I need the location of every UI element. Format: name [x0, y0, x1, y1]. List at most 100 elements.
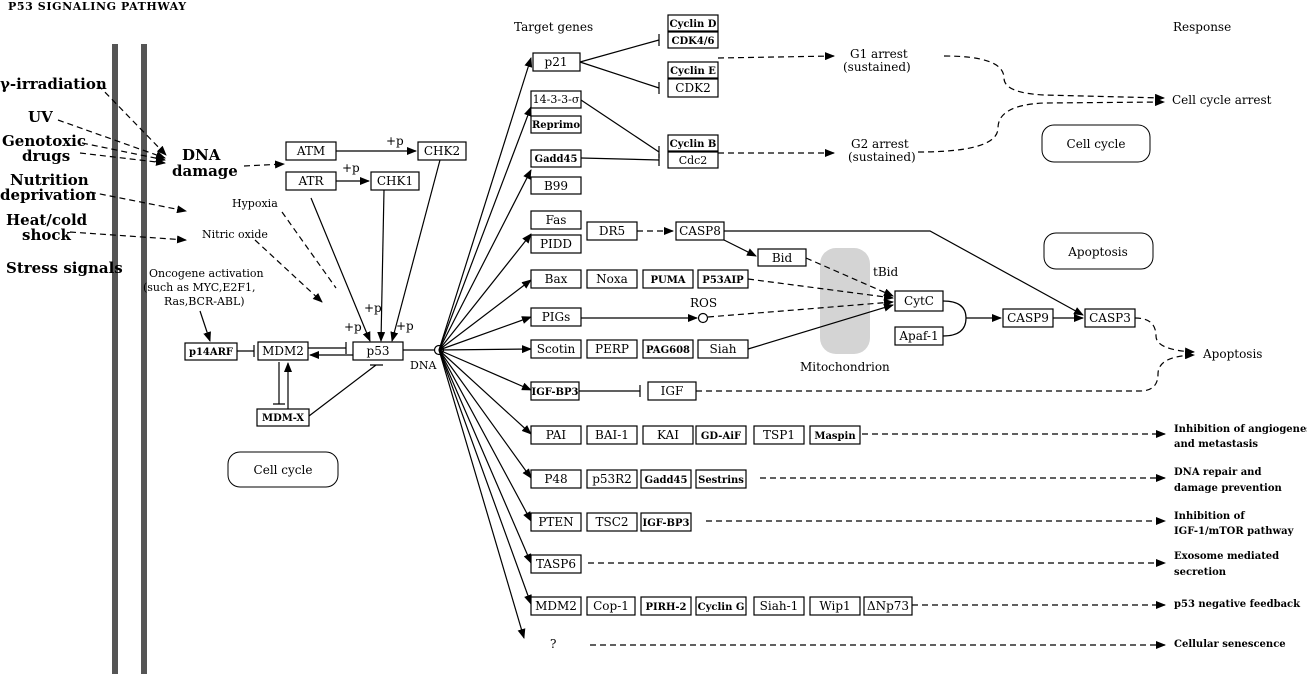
gene-mdm2-feedback[interactable]: MDM2 [530, 596, 582, 616]
gene-dr5[interactable]: DR5 [586, 221, 638, 241]
stress-shock: shock [22, 226, 71, 244]
gene-siah-1[interactable]: Siah-1 [753, 596, 805, 616]
gene-bax[interactable]: Bax [530, 269, 582, 289]
node-atm[interactable]: ATM [285, 141, 337, 161]
svg-text:ATM: ATM [296, 144, 325, 158]
gene-cop-1[interactable]: Cop-1 [586, 596, 636, 616]
gene-apaf1[interactable]: Apaf-1 [894, 326, 944, 346]
mtor-label-2: IGF-1/mTOR pathway [1174, 526, 1295, 537]
node-mdmx[interactable]: MDM-X [256, 408, 310, 427]
gene-puma[interactable]: PUMA [642, 269, 694, 289]
gene-p48[interactable]: P48 [530, 469, 582, 489]
node-p14arf[interactable]: p14ARF [184, 342, 238, 361]
node-atr[interactable]: ATR [285, 171, 337, 191]
gene-casp9[interactable]: CASP9 [1002, 308, 1054, 328]
phospho-label-2: +p [342, 161, 360, 175]
svg-text:PTEN: PTEN [538, 515, 573, 529]
gene-kai[interactable]: KAI [642, 425, 694, 445]
gene-pai[interactable]: PAI [530, 425, 582, 445]
gene-bai-1[interactable]: BAI-1 [586, 425, 638, 445]
svg-text:Apaf-1: Apaf-1 [898, 329, 938, 343]
gene-fas[interactable]: Fas [530, 210, 582, 230]
gene-pag608[interactable]: PAG608 [642, 339, 694, 359]
svg-text:Cyclin G: Cyclin G [698, 602, 745, 613]
gene-sestrins[interactable]: Sestrins [695, 469, 747, 489]
svg-text:p14ARF: p14ARF [189, 347, 233, 358]
gene-cytc[interactable]: CytC [894, 290, 944, 312]
g1-arrest-label-2: (sustained) [843, 60, 911, 74]
svg-text:IGF-BP3: IGF-BP3 [532, 387, 579, 398]
gene-noxa[interactable]: Noxa [586, 269, 638, 289]
gene-scotin[interactable]: Scotin [530, 339, 582, 359]
gene-p53aip[interactable]: P53AIP [697, 269, 749, 289]
svg-text:CASP3: CASP3 [1089, 311, 1131, 325]
gene-b99[interactable]: B99 [530, 176, 582, 195]
phospho-label-5: +p [396, 319, 414, 333]
gene-maspin[interactable]: Maspin [809, 425, 861, 445]
gene-pten[interactable]: PTEN [530, 512, 582, 532]
gene-cdk4-6[interactable]: CDK4/6 [667, 31, 719, 49]
gene-gadd45-repair[interactable]: Gadd45 [640, 469, 692, 489]
gene-p53r2[interactable]: p53R2 [586, 469, 638, 489]
cell-membrane-outer [112, 44, 118, 674]
svg-text:MDM2: MDM2 [262, 344, 304, 358]
gene-igf-bp3[interactable]: IGF-BP3 [530, 381, 580, 401]
svg-text:Cyclin E: Cyclin E [670, 66, 716, 77]
gene-cyclin-b[interactable]: Cyclin B [667, 134, 719, 152]
gene-tsp1[interactable]: TSP1 [753, 425, 805, 445]
svg-text:P48: P48 [544, 472, 567, 486]
gene-pirh-2[interactable]: PIRH-2 [640, 596, 692, 616]
gene-casp8[interactable]: CASP8 [675, 221, 725, 241]
gene-igf[interactable]: IGF [647, 381, 697, 401]
gene-igf-bp3-mtor[interactable]: IGF-BP3 [640, 512, 692, 532]
gene-gadd45[interactable]: Gadd45 [530, 149, 582, 168]
gene-cyclin-e[interactable]: Cyclin E [667, 61, 719, 79]
mitochondrion-shape [820, 248, 870, 354]
gene-casp3[interactable]: CASP3 [1084, 308, 1136, 328]
svg-text:Siah: Siah [710, 342, 737, 356]
svg-text:Fas: Fas [546, 213, 567, 227]
svg-text:Bax: Bax [545, 272, 568, 286]
gene-reprimo[interactable]: Reprimo [530, 115, 582, 134]
gene-siah[interactable]: Siah [697, 339, 749, 359]
node-p53[interactable]: p53 [352, 341, 404, 361]
svg-text:Cyclin B: Cyclin B [670, 139, 717, 150]
gene-tasp6[interactable]: TASP6 [530, 554, 582, 574]
gene-cyclin-g[interactable]: Cyclin G [695, 596, 747, 616]
svg-text:CASP9: CASP9 [1007, 311, 1049, 325]
svg-text:KAI: KAI [657, 428, 679, 442]
svg-text:Siah-1: Siah-1 [760, 599, 799, 613]
gene-cdc2[interactable]: Cdc2 [667, 151, 719, 169]
cell-cycle-box-right: Cell cycle [1041, 124, 1151, 163]
svg-text:Wip1: Wip1 [819, 599, 850, 613]
gene-wip1[interactable]: Wip1 [809, 596, 861, 616]
svg-text:Maspin: Maspin [814, 431, 856, 442]
stress-nutrition: Nutrition [10, 171, 89, 189]
gene-p21[interactable]: p21 [532, 52, 581, 72]
dna-repair-label-1: DNA repair and [1174, 467, 1261, 478]
ros-to-cytc-arrow [707, 298, 894, 318]
gene-tsc2[interactable]: TSC2 [586, 512, 638, 532]
dna-damage-label-2: damage [172, 162, 238, 180]
apoptosis-label: Apoptosis [1202, 347, 1262, 361]
phospho-label-3: +p [364, 301, 382, 315]
svg-text:MDM2: MDM2 [535, 599, 577, 613]
gene-14-3-3-sigma[interactable]: 14-3-3-σ [530, 90, 582, 109]
gene-bid[interactable]: Bid [757, 248, 807, 267]
p53aip-to-cytc-arrow [747, 278, 894, 301]
gene-delta-np73[interactable]: ΔNp73 [863, 596, 913, 616]
node-chk2[interactable]: CHK2 [417, 141, 467, 161]
gene-perp[interactable]: PERP [586, 339, 638, 359]
node-mdm2[interactable]: MDM2 [257, 341, 309, 361]
gene-cdk2[interactable]: CDK2 [667, 78, 719, 98]
node-chk1[interactable]: CHK1 [370, 171, 420, 191]
gene-pigs[interactable]: PIGs [530, 307, 582, 327]
gene-cyclin-d[interactable]: Cyclin D [667, 14, 719, 32]
gene-pidd[interactable]: PIDD [530, 234, 582, 254]
svg-text:TASP6: TASP6 [536, 557, 576, 571]
g2-arrest-label-1: G2 arrest [851, 137, 909, 151]
gene-gd-aif[interactable]: GD-AiF [695, 425, 747, 445]
mdmx-inhibits-p53 [308, 364, 383, 417]
svg-text:GD-AiF: GD-AiF [701, 431, 741, 442]
